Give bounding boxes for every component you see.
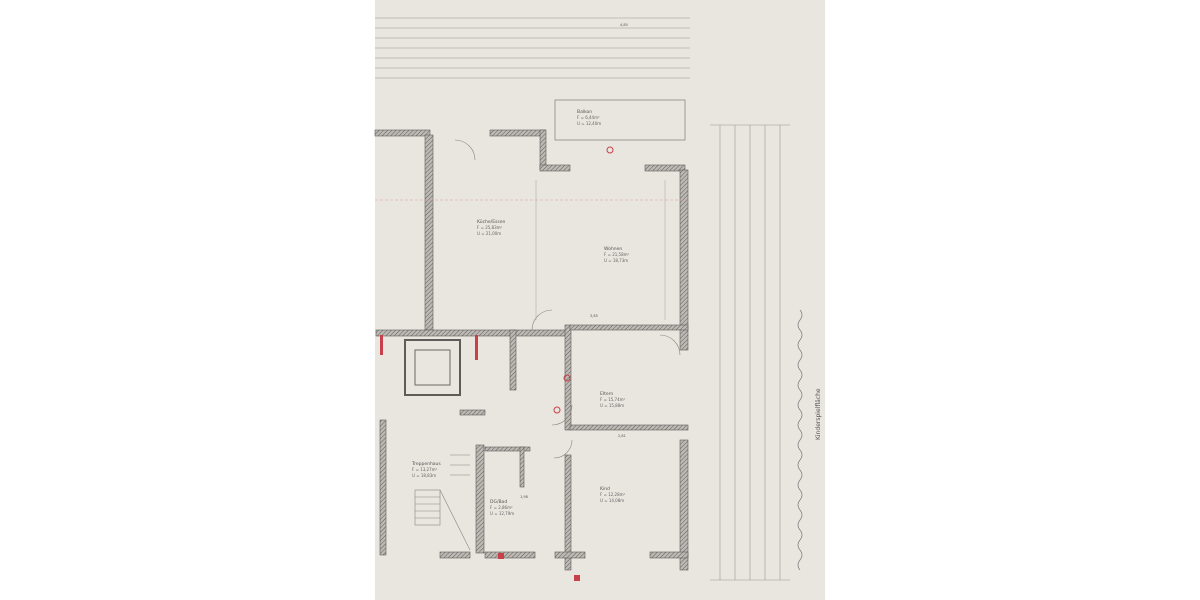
dim-mid: 3,85: [590, 314, 598, 318]
elevator-cabin: [414, 349, 451, 386]
room-wohnen: Wohnen F = 21,58m² U = 18,73m: [604, 246, 630, 263]
svg-text:Eltern: Eltern: [600, 391, 613, 397]
svg-text:Küche/Essen: Küche/Essen: [477, 219, 505, 225]
grid-lines: [375, 180, 690, 320]
room-kind: Kind F = 12,28m² U = 14,08m: [600, 486, 626, 503]
room-bad: DG/Bad F = 2,86m² U = 12,79m: [490, 499, 514, 516]
dim-bad: 1,98: [520, 495, 528, 499]
walls: [374, 129, 689, 571]
svg-text:U = 15,88m: U = 15,88m: [600, 403, 624, 408]
svg-text:U = 12,40m: U = 12,40m: [577, 121, 601, 126]
svg-text:F = 25,83m²: F = 25,83m²: [477, 225, 503, 230]
svg-text:F = 12,28m²: F = 12,28m²: [600, 492, 626, 497]
svg-text:F = 13,27m²: F = 13,27m²: [412, 467, 438, 472]
elevator-shaft: [404, 339, 461, 396]
room-eltern: Eltern F = 15,74m² U = 15,88m: [600, 391, 626, 408]
svg-text:Wohnen: Wohnen: [604, 246, 622, 252]
svg-text:U = 12,79m: U = 12,79m: [490, 511, 514, 516]
svg-text:U = 18,73m: U = 18,73m: [604, 258, 628, 263]
svg-text:Treppenhaus: Treppenhaus: [411, 461, 441, 467]
dim-top: 4,80: [620, 23, 628, 27]
svg-text:U = 21,00m: U = 21,00m: [477, 231, 501, 236]
playground-boundary: [797, 309, 803, 571]
svg-text:Balkon: Balkon: [577, 109, 592, 115]
svg-text:F = 2,86m²: F = 2,86m²: [490, 505, 513, 510]
room-kueche-essen: Küche/Essen F = 25,83m² U = 21,00m: [477, 219, 505, 236]
dim-eltern: 2,81: [618, 434, 626, 438]
svg-text:U = 14,08m: U = 14,08m: [600, 498, 624, 503]
svg-text:U = 18,83m: U = 18,83m: [412, 473, 436, 478]
svg-text:F = 21,58m²: F = 21,58m²: [604, 252, 630, 257]
svg-text:F = 15,74m²: F = 15,74m²: [600, 397, 626, 402]
svg-text:F = 6,44m²: F = 6,44m²: [577, 115, 600, 120]
svg-text:Kind: Kind: [600, 486, 610, 492]
staircase: [414, 454, 471, 551]
svg-text:DG/Bad: DG/Bad: [490, 499, 507, 505]
door-swings: [454, 139, 681, 459]
paper-background: [375, 0, 825, 600]
room-balkon: Balkon F = 6,44m² U = 12,40m: [577, 109, 601, 126]
dimension-lines-top: [375, 17, 690, 79]
side-area-label: Kinderspielfläche: [815, 388, 822, 440]
dimension-lines-right: [710, 124, 790, 581]
red-annotations: [380, 146, 614, 581]
balcony-outline: [554, 99, 686, 141]
room-treppenhaus: Treppenhaus F = 13,27m² U = 18,83m: [411, 461, 441, 478]
